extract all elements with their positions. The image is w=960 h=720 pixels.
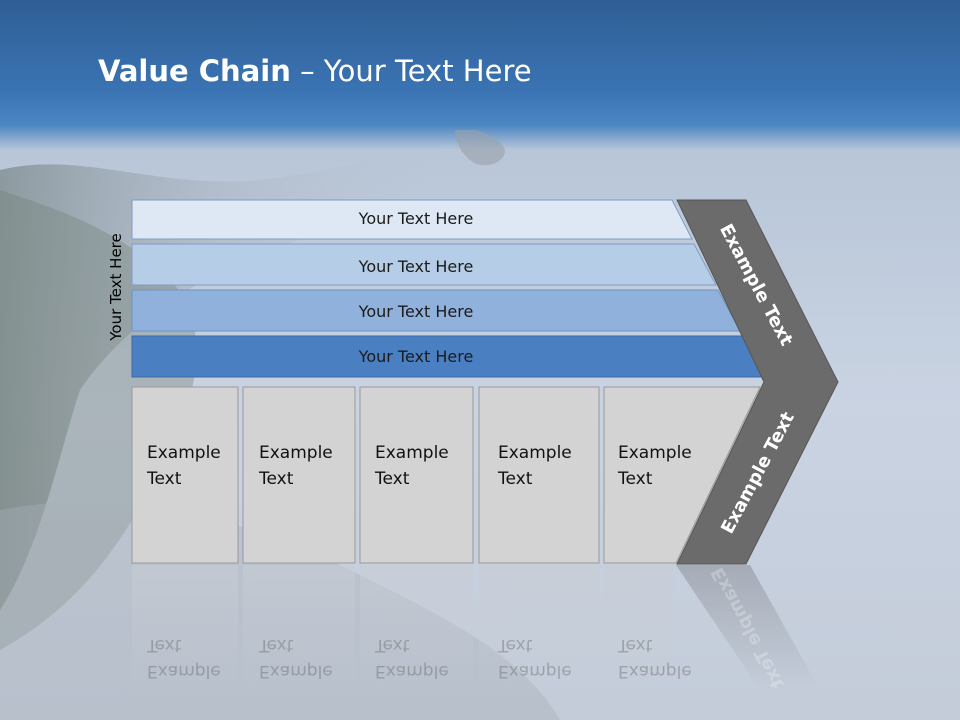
box-2[interactable] (242, 386, 356, 564)
box-4-reflection: Example Text (498, 635, 572, 681)
box-5[interactable] (603, 386, 761, 564)
box-5-label: Example Text (618, 443, 692, 489)
chevron-arrow[interactable] (676, 199, 839, 565)
box-1[interactable] (131, 386, 239, 564)
box-1-reflection: Example Text (147, 635, 221, 681)
box-4-label: Example Text (498, 443, 572, 489)
title-bold: Value Chain (98, 54, 291, 88)
bar-1-label: Your Text Here (358, 209, 474, 228)
box-1-label: Example Text (147, 443, 221, 489)
box-3-reflection: Example Text (375, 635, 449, 681)
bar-1[interactable] (131, 199, 693, 240)
bar-3-label: Your Text Here (358, 302, 474, 321)
box-3-label: Example Text (375, 443, 449, 489)
bar-2-label: Your Text Here (358, 257, 474, 276)
bar-2[interactable] (131, 243, 717, 286)
title-rest: – Your Text Here (290, 54, 532, 88)
diagram-reflection (132, 565, 820, 695)
box-4[interactable] (478, 386, 600, 564)
box-2-label: Example Text (259, 443, 333, 489)
slide-title: Value Chain – Your Text Here (98, 54, 532, 88)
bar-4-label: Your Text Here (358, 347, 474, 366)
box-2-reflection: Example Text (259, 635, 333, 681)
box-5-reflection: Example Text (618, 635, 692, 681)
box-3[interactable] (359, 386, 474, 564)
